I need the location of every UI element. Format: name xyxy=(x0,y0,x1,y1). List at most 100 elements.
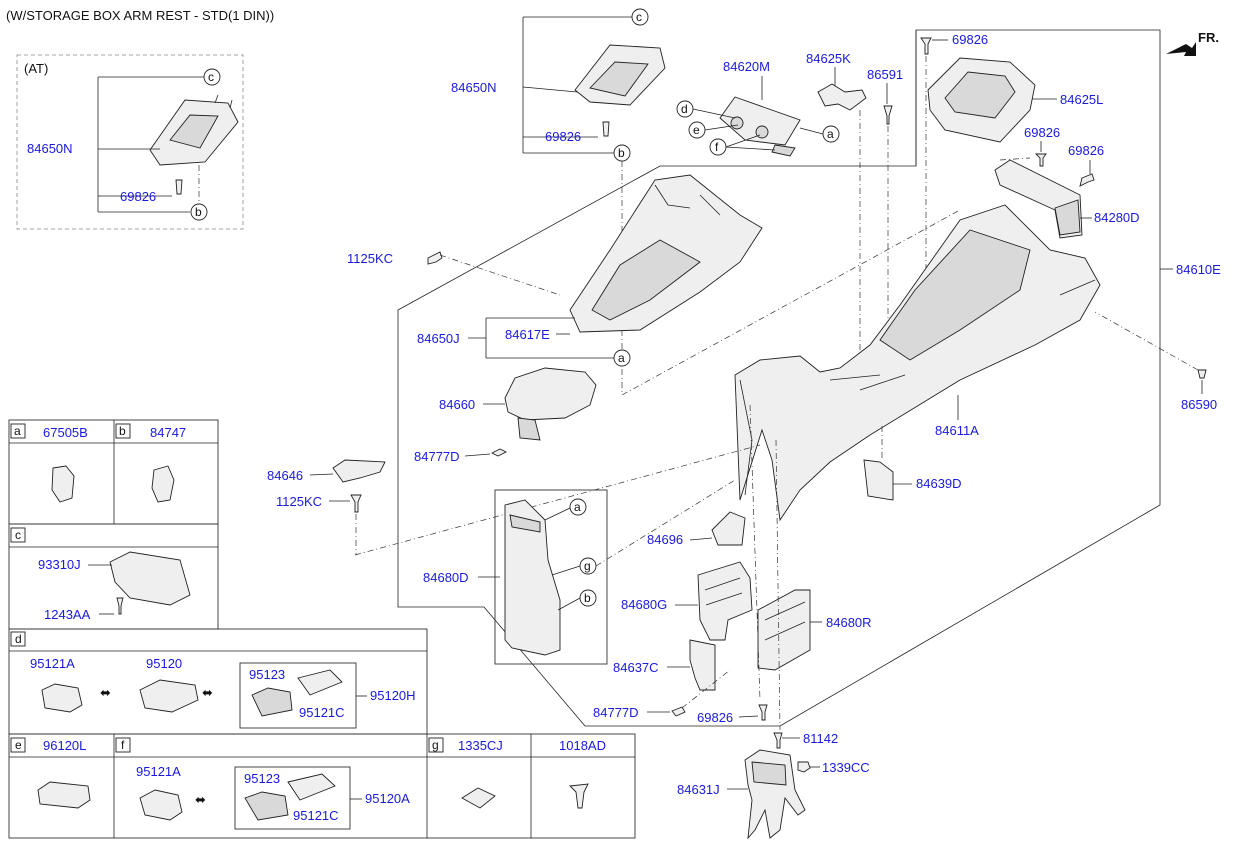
legend-d-part1[interactable]: 95121A xyxy=(30,656,75,671)
part-84696[interactable]: 84696 xyxy=(647,532,683,547)
part-84680D[interactable]: 84680D xyxy=(423,570,469,585)
legend-c-part2[interactable]: 1243AA xyxy=(44,607,91,622)
part-84680G[interactable]: 84680G xyxy=(621,597,667,612)
legend-g-part[interactable]: 1335CJ xyxy=(458,738,503,753)
legend-d-part3[interactable]: 95123 xyxy=(249,667,285,682)
screw-icon xyxy=(350,494,362,513)
main-console-body-drawing xyxy=(734,204,1101,522)
usb-96120L-drawing xyxy=(37,781,91,809)
cap-84696-drawing xyxy=(711,511,746,546)
legend-e-key: e xyxy=(15,738,22,752)
screw-icon xyxy=(1079,173,1095,187)
part-1339CC[interactable]: 1339CC xyxy=(822,760,870,775)
part-69826-r2[interactable]: 69826 xyxy=(1024,125,1060,140)
callout-f: f xyxy=(715,140,719,154)
legend-f-part1[interactable]: 95121A xyxy=(136,764,181,779)
part-84646[interactable]: 84646 xyxy=(267,468,303,483)
callout-c-top: c xyxy=(636,10,642,24)
interchange-icon: ⬌ xyxy=(100,685,111,700)
clip-67505B-drawing xyxy=(51,465,75,503)
part-84625K[interactable]: 84625K xyxy=(806,51,851,66)
screw-icon xyxy=(490,448,508,457)
legend-e-part[interactable]: 96120L xyxy=(43,738,86,753)
legend-table: a 67505B b 84747 c 93310J 1243AA d 95121… xyxy=(8,419,636,839)
cover-95121A-drawing xyxy=(41,683,83,713)
legend-f-part4[interactable]: 95120A xyxy=(365,791,410,806)
armrest-lid-drawing xyxy=(504,367,597,441)
legend-d-key: d xyxy=(15,632,22,646)
part-84617E[interactable]: 84617E xyxy=(505,327,550,342)
screw-icon xyxy=(602,121,610,137)
interchange-icon: ⬌ xyxy=(202,685,213,700)
screw-icon xyxy=(758,704,768,721)
part-84637C[interactable]: 84637C xyxy=(613,660,659,675)
callout-g-panel: g xyxy=(584,559,591,573)
assembly-84610E-outline xyxy=(397,29,1161,727)
screw-icon xyxy=(671,706,686,717)
part-86590[interactable]: 86590 xyxy=(1181,397,1217,412)
legend-b-key: b xyxy=(119,424,126,438)
part-84631J[interactable]: 84631J xyxy=(677,782,720,797)
cover-84639D-drawing xyxy=(863,459,894,501)
legend-b-part[interactable]: 84747 xyxy=(150,425,186,440)
cover-95121A-f-drawing xyxy=(139,789,183,821)
part-1125KC-a[interactable]: 1125KC xyxy=(347,251,393,266)
part-84660[interactable]: 84660 xyxy=(439,397,475,412)
part-84620M[interactable]: 84620M xyxy=(723,59,770,74)
clip-icon xyxy=(1197,369,1207,379)
part-69826-bottom[interactable]: 69826 xyxy=(697,710,733,725)
callout-b-top: b xyxy=(618,146,625,160)
part-81142[interactable]: 81142 xyxy=(803,731,838,746)
legend-f-key: f xyxy=(121,738,125,752)
part-69826-top[interactable]: 69826 xyxy=(545,129,581,144)
legend-f-part2[interactable]: 95123 xyxy=(244,771,280,786)
part-69826-r3[interactable]: 69826 xyxy=(1068,143,1104,158)
shift-bezel-drawing xyxy=(574,44,666,106)
legend-d-part5[interactable]: 95120H xyxy=(370,688,416,703)
clip-icon xyxy=(883,105,893,125)
part-84639D[interactable]: 84639D xyxy=(916,476,962,491)
cap-95121C-f-drawing xyxy=(244,791,289,821)
callout-d: d xyxy=(681,102,688,116)
part-84650N[interactable]: 84650N xyxy=(451,80,497,95)
part-1125KC-b[interactable]: 1125KC xyxy=(276,494,322,509)
screw-icon xyxy=(1034,153,1047,167)
panel-84680G-drawing xyxy=(697,561,753,641)
legend-c-part1[interactable]: 93310J xyxy=(38,557,81,572)
upper-console-panel-drawing xyxy=(569,174,763,333)
at-variant-box xyxy=(16,54,244,230)
bracket-84637C-drawing xyxy=(689,639,716,691)
part-86591[interactable]: 86591 xyxy=(867,67,903,82)
part-69826-at[interactable]: 69826 xyxy=(120,189,156,204)
at-label: (AT) xyxy=(24,61,48,76)
legend-f-part3[interactable]: 95121C xyxy=(293,808,339,823)
front-arrow-icon xyxy=(1166,42,1196,56)
screw-icon xyxy=(175,179,183,195)
callout-b-label: b xyxy=(195,205,202,219)
legend-d-part2[interactable]: 95120 xyxy=(146,656,182,671)
part-84650J[interactable]: 84650J xyxy=(417,331,460,346)
interchange-icon: ⬌ xyxy=(195,792,206,807)
part-84777D-a[interactable]: 84777D xyxy=(414,449,460,464)
socket-95123-f-drawing xyxy=(287,773,336,801)
legend-h-part[interactable]: 1018AD xyxy=(559,738,606,753)
legend-a-key: a xyxy=(14,424,21,438)
legend-a-part[interactable]: 67505B xyxy=(43,425,88,440)
part-84650N-at[interactable]: 84650N xyxy=(27,141,73,156)
bracket-84625K-drawing xyxy=(817,83,867,111)
nut-icon xyxy=(797,761,811,773)
diagram-title: (W/STORAGE BOX ARM REST - STD(1 DIN)) xyxy=(6,8,274,23)
at-shift-bezel-drawing xyxy=(149,94,239,166)
part-84610E[interactable]: 84610E xyxy=(1176,262,1221,277)
part-84680R[interactable]: 84680R xyxy=(826,615,872,630)
legend-d-part4[interactable]: 95121C xyxy=(299,705,345,720)
socket-95123-drawing xyxy=(297,669,343,696)
part-69826-r1[interactable]: 69826 xyxy=(952,32,988,47)
part-84280D[interactable]: 84280D xyxy=(1094,210,1140,225)
part-84777D-b[interactable]: 84777D xyxy=(593,705,639,720)
callout-c-label: c xyxy=(208,70,214,84)
callout-e: e xyxy=(693,123,700,137)
part-84611A[interactable]: 84611A xyxy=(935,423,979,438)
part-84625L[interactable]: 84625L xyxy=(1060,92,1103,107)
